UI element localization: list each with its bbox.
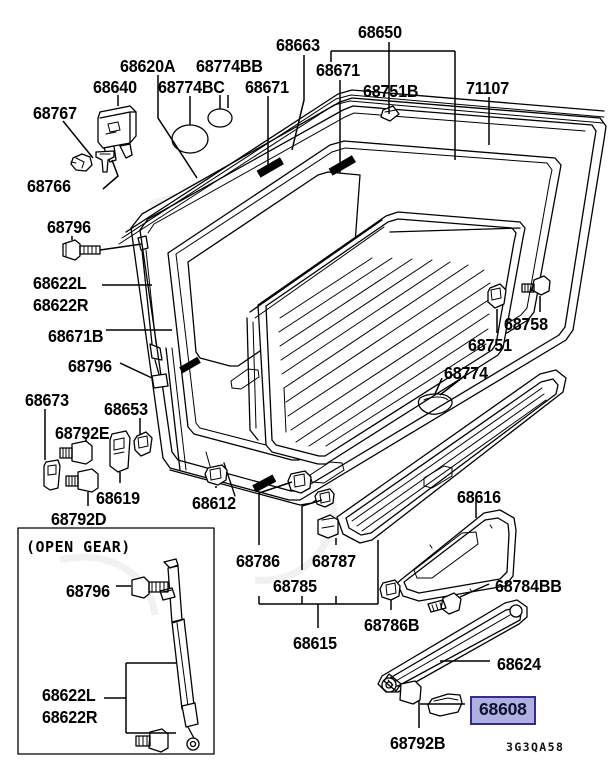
part-label-68650: 68650 [358,22,402,42]
part-label-68671B: 68671B [48,326,104,346]
part-label-68796c: 68796 [66,581,110,601]
part-label-68622R2: 68622R [42,707,98,727]
part-label-68624: 68624 [497,654,541,674]
bolt-lower-opengear [135,728,169,753]
part-label-68640: 68640 [93,77,137,97]
tailgate-assembly [118,89,607,506]
bolt-68792D [65,468,99,493]
part-label-68751B: 68751B [363,81,419,101]
part-label-68792E: 68792E [55,423,110,443]
screw-68758 [521,275,551,296]
bolt-68792B [383,673,422,705]
screw-68784BB [427,592,462,615]
part-label-68619: 68619 [96,488,140,508]
part-label-68622L2: 68622L [42,685,96,705]
part-label-68653: 68653 [104,399,148,419]
bolt-68796-opengear [131,576,169,599]
defroster-lines [278,257,491,447]
part-label-68786B: 68786B [364,615,420,635]
part-label-68663: 68663 [276,35,320,55]
part-label-68792D: 68792D [51,509,107,529]
bolt-68792E [59,440,93,465]
part-label-68785: 68785 [273,576,317,596]
open-gear-box-title: (OPEN GEAR) [26,538,131,556]
part-label-68786: 68786 [236,551,280,571]
diagram-code: 3G3QA58 [506,740,565,754]
open-gear-box [17,527,215,755]
bolt-68796-upper [62,239,101,261]
part-label-highlighted-68608[interactable]: 68608 [470,696,536,725]
hardware-parts [43,105,551,717]
gas-strut [159,558,200,751]
part-label-68787: 68787 [312,551,356,571]
part-label-68774BB: 68774BB [196,56,263,76]
part-label-68758: 68758 [504,314,548,334]
part-label-68616: 68616 [457,487,501,507]
part-label-68774: 68774 [444,363,488,383]
part-label-68620A: 68620A [120,56,176,76]
part-label-68796b: 68796 [68,356,112,376]
part-label-68751: 68751 [468,335,512,355]
lower-garnish-group [336,369,567,693]
part-label-68766: 68766 [27,176,71,196]
gas-stay-installed [137,235,169,389]
part-68608-shape [427,693,463,717]
part-label-68622L: 68622L [33,273,87,293]
part-label-68784BB: 68784BB [495,576,562,596]
leader-lines [44,42,541,728]
part-label-68622R: 68622R [33,295,89,315]
part-label-68792B: 68792B [390,733,446,753]
part-label-68774BC: 68774BC [158,77,225,97]
part-label-68612: 68612 [192,493,236,513]
part-label-68767: 68767 [33,103,77,123]
part-label-68615: 68615 [293,633,337,653]
part-label-68671a: 68671 [245,77,289,97]
part-label-68796a: 68796 [47,217,91,237]
part-label-68671b: 68671 [316,60,360,80]
part-label-68673: 68673 [25,390,69,410]
part-label-71107: 71107 [466,78,509,98]
